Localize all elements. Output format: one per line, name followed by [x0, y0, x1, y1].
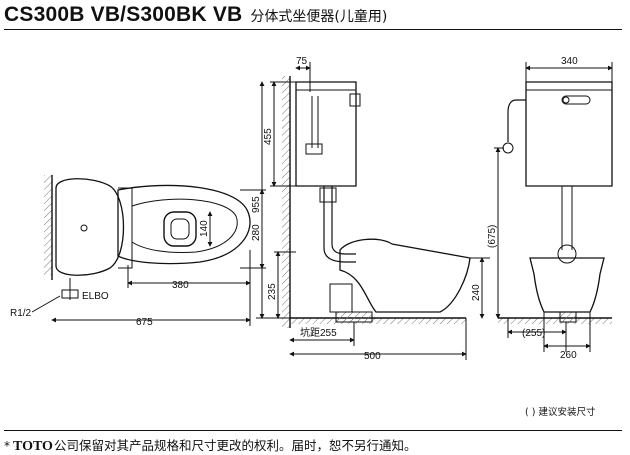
dim-supply: R1/2 — [10, 308, 32, 319]
dim-675: 675 — [136, 317, 153, 328]
top-view: ELBO — [44, 175, 251, 302]
dim-260: 260 — [560, 350, 577, 361]
legend-note: ( ) 建议安装尺寸 — [525, 407, 596, 418]
flush-pipe — [323, 186, 356, 263]
front-view — [498, 81, 613, 324]
dim-75: 75 — [296, 56, 308, 67]
front-floor-hatch — [498, 318, 612, 324]
product-description: 分体式坐便器(儿童用) — [250, 9, 388, 25]
dim-255-offset: (255) — [522, 328, 545, 339]
front-bowl — [529, 257, 605, 313]
dim-rough-in: 坑距255 — [300, 326, 337, 339]
dim-280: 280 — [251, 224, 262, 241]
side-wall-hatch — [282, 76, 290, 328]
dim-380: 380 — [172, 280, 189, 291]
bowl-outline — [117, 184, 251, 265]
side-tank — [295, 81, 357, 187]
page-title: CS300B VB/S300BK VB 分体式坐便器(儿童用) — [4, 3, 387, 29]
front-view-dims: 340 (675) (255) 260 — [487, 56, 613, 361]
seat-lid — [55, 178, 125, 276]
side-bowl — [339, 238, 471, 313]
dim-235: 235 — [267, 283, 278, 300]
footnote-mark: * — [4, 439, 10, 453]
dim-340: 340 — [561, 56, 578, 67]
outlet-hole — [163, 211, 197, 247]
dim-675-supply: (675) — [487, 225, 498, 248]
side-view — [282, 76, 471, 328]
dim-240: 240 — [471, 284, 482, 301]
drawing-frame — [4, 29, 622, 431]
front-tank — [525, 81, 613, 187]
wall-hatch — [44, 175, 52, 275]
hinge-hole — [80, 224, 88, 232]
elbow-label: ELBO — [82, 291, 109, 302]
dim-140: 140 — [199, 220, 210, 237]
dim-455: 455 — [263, 128, 274, 145]
floor-hatch — [290, 318, 466, 324]
footer-text: 公司保留对其产品规格和尺寸更改的权利。届时，恕不另行通知。 — [53, 438, 417, 453]
model-number: CS300B VB/S300BK VB — [4, 3, 243, 26]
dim-500: 500 — [364, 351, 381, 362]
side-view-dims: 75 455 955 235 240 坑距255 500 — [251, 56, 490, 362]
brand-name: TOTO — [13, 439, 53, 454]
footer-notice: * TOTO 公司保留对其产品规格和尺寸更改的权利。届时，恕不另行通知。 — [4, 435, 416, 455]
dim-955: 955 — [251, 196, 262, 213]
